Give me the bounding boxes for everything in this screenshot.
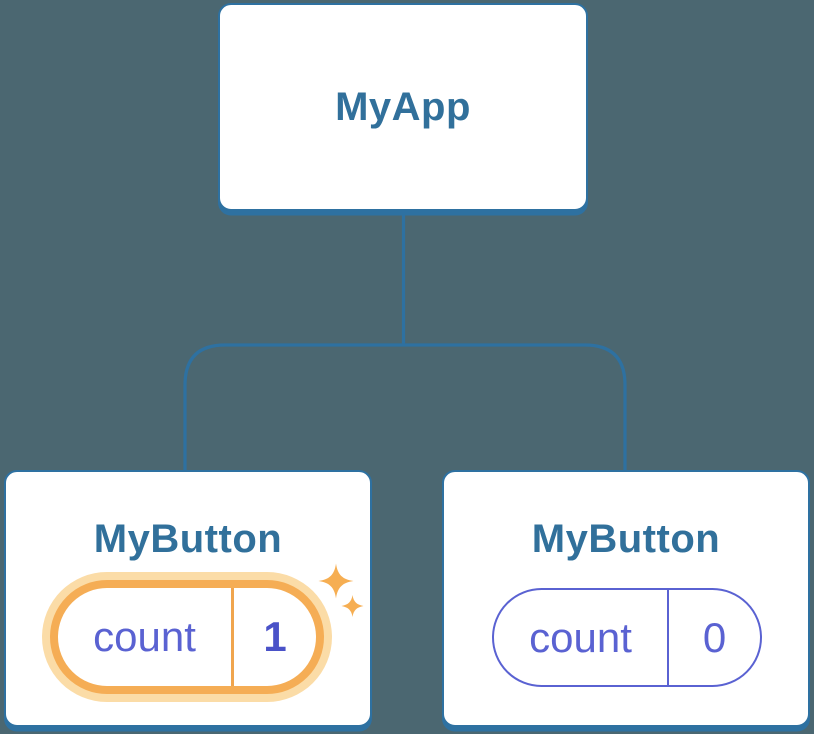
state-value: 1: [231, 588, 316, 686]
tree-node-mybutton-inactive: MyButton count 0: [442, 470, 810, 727]
state-value: 0: [667, 590, 760, 685]
state-pill: count 0: [492, 588, 762, 687]
state-key: count: [529, 613, 632, 661]
state-key: count: [93, 613, 196, 660]
tree-node-myapp: MyApp: [218, 3, 588, 211]
node-label-mybutton: MyButton: [531, 517, 721, 561]
node-label-myapp: MyApp: [335, 84, 471, 129]
node-label-mybutton: MyButton: [93, 517, 283, 561]
state-pill-highlighted: count 1: [50, 580, 324, 694]
connector-branch: [183, 343, 627, 471]
sparkles-icon: [318, 563, 364, 617]
tree-node-mybutton-active: MyButton count 1: [4, 470, 372, 727]
